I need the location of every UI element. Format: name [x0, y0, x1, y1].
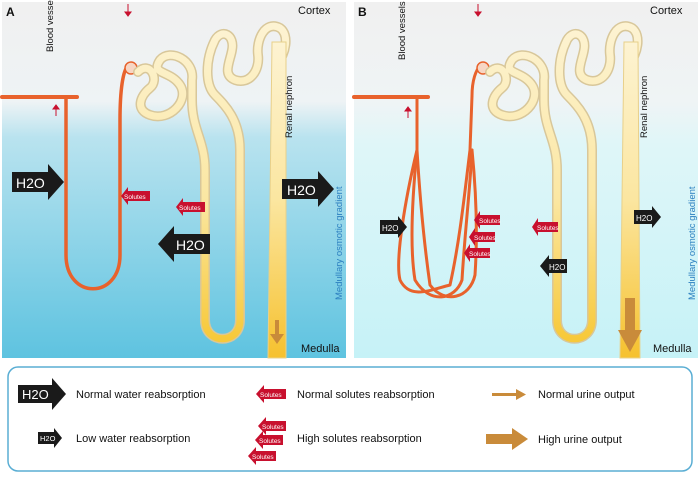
legend: H2O Normal water reabsorption H2O Low wa… [7, 366, 693, 472]
solutes-arrow-b-4: Solutes [532, 218, 559, 236]
solutes-arrow-b-1: Solutes [474, 211, 501, 229]
h2o-arrow-a-left: H2O [12, 164, 64, 200]
solutes-label: Solutes [259, 438, 281, 445]
solutes-arrow-b-3: Solutes [464, 244, 491, 262]
h2o-arrow-a-mid: H2O [158, 226, 210, 262]
blood-vessel-label: Blood vessel [45, 0, 56, 52]
panel-letter: B [358, 5, 367, 19]
panel-letter: A [6, 5, 15, 19]
legend-high-urine-label: High urine output [538, 434, 622, 446]
h2o-label: H2O [382, 224, 398, 233]
renal-nephron-label: Renal nephron [639, 76, 650, 138]
legend-normal-solutes-label: Normal solutes reabsorption [297, 389, 435, 401]
collecting-duct-b [619, 41, 641, 359]
h2o-label: H2O [16, 175, 45, 191]
normal-urine-arrow-a [270, 320, 284, 344]
h2o-arrow-b-mid: H2O [540, 255, 567, 277]
collecting-duct-a [267, 41, 287, 359]
solutes-label: Solutes [537, 225, 559, 232]
solutes-arrow-a-2: Solutes [176, 198, 205, 216]
legend-normal-urine: Normal urine output [492, 389, 635, 401]
h2o-label: H2O [636, 214, 652, 223]
solutes-arrow-b-2: Solutes [469, 228, 496, 246]
medulla-label: Medulla [301, 343, 340, 355]
panel-a: H2O H2O H2O Solutes Solutes A Cortex Med… [0, 0, 346, 359]
h2o-label: H2O [40, 434, 56, 443]
solutes-label: Solutes [260, 392, 282, 399]
flow-arrows-a [52, 4, 132, 116]
legend-low-water: H2O Low water reabsorption [38, 428, 190, 448]
solutes-label: Solutes [252, 454, 274, 461]
blood-vessels-label: Blood vessels [397, 1, 408, 60]
solutes-arrow-a-1: Solutes [121, 187, 150, 205]
legend-high-urine: High urine output [486, 428, 622, 450]
renal-nephron-label: Renal nephron [284, 76, 295, 138]
legend-high-solutes-label: High solutes reabsorption [297, 433, 422, 445]
panel-b: H2O H2O H2O Solutes Solutes Solutes Solu… [352, 1, 698, 359]
nephron-a [133, 21, 291, 344]
legend-normal-urine-label: Normal urine output [538, 389, 635, 401]
h2o-arrow-b-left: H2O [380, 216, 407, 238]
high-urine-arrow-b [618, 298, 642, 352]
legend-normal-water-label: Normal water reabsorption [76, 389, 206, 401]
legend-normal-water: H2O Normal water reabsorption [18, 378, 206, 410]
solutes-label: Solutes [479, 218, 501, 225]
cortex-label: Cortex [650, 5, 683, 17]
legend-low-water-label: Low water reabsorption [76, 433, 190, 445]
medulla-label: Medulla [653, 343, 692, 355]
solutes-label: Solutes [179, 205, 201, 212]
gradient-label: Medullary osmotic gradient [334, 186, 345, 300]
h2o-arrow-a-right: H2O [282, 171, 334, 207]
blood-vessels-b [352, 18, 490, 299]
gradient-label: Medullary osmotic gradient [687, 186, 698, 300]
h2o-label: H2O [176, 237, 205, 253]
h2o-arrow-b-right: H2O [634, 206, 661, 228]
solutes-label: Solutes [262, 424, 284, 431]
h2o-label: H2O [22, 387, 49, 402]
legend-normal-solutes: Solutes Normal solutes reabsorption [256, 385, 435, 403]
blood-vessel-a [0, 18, 138, 291]
flow-arrows-b [404, 4, 482, 118]
solutes-label: Solutes [124, 194, 146, 201]
h2o-label: H2O [549, 263, 565, 272]
h2o-label: H2O [287, 182, 316, 198]
solutes-label: Solutes [474, 235, 496, 242]
nephron-b [485, 21, 643, 344]
cortex-label: Cortex [298, 5, 331, 17]
legend-box [7, 366, 693, 472]
legend-high-solutes: Solutes Solutes Solutes High solutes rea… [248, 417, 422, 465]
solutes-label: Solutes [469, 251, 491, 258]
